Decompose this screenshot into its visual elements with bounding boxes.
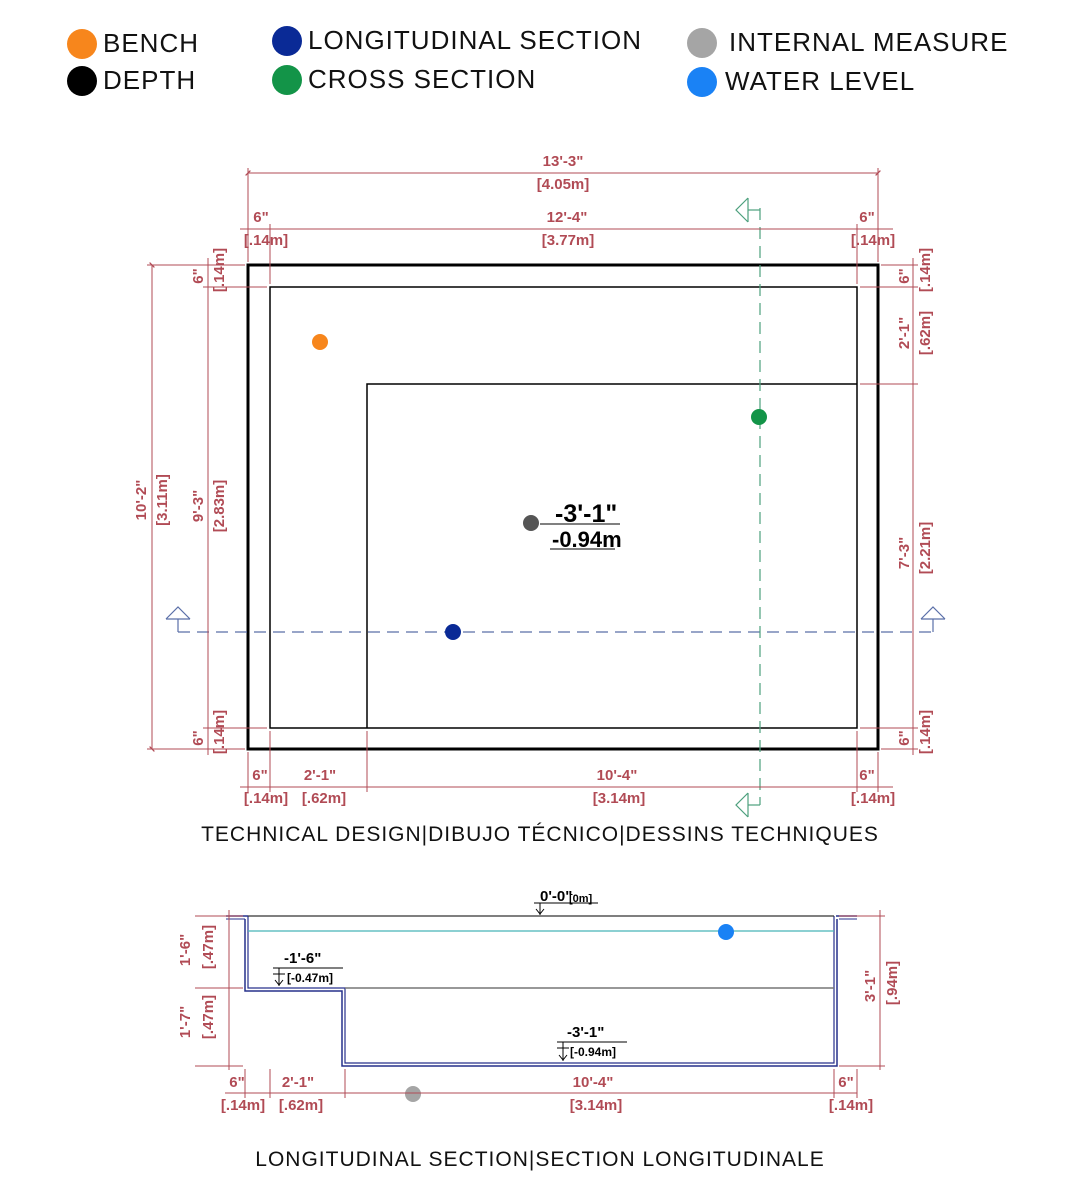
level-marker-bench-icon	[273, 967, 343, 986]
section-bench-level-metric: [-0.47m]	[287, 971, 333, 985]
internal-measure-dot-icon	[687, 27, 717, 58]
bench-marker	[312, 334, 328, 350]
plan-wall-top-right-imperial: 6"	[859, 209, 874, 226]
section-bottom-wall-left-imperial: 6"	[229, 1074, 244, 1091]
section-top-level-imperial: 0'-0"	[540, 888, 572, 905]
plan-total-width-metric: [4.05m]	[537, 176, 590, 193]
section-bottom-deep-imperial: 10'-4"	[573, 1074, 614, 1091]
depth-label-metric: -0.94m	[552, 527, 622, 552]
section-arrow-bottom-icon	[735, 792, 760, 818]
plan-bench-depth-right-metric: [.62m]	[917, 311, 934, 355]
pool-outer-wall	[246, 263, 880, 751]
section-arrow-top-icon	[735, 197, 760, 223]
plan-deep-height-right-metric: [2.21m]	[917, 522, 934, 575]
section-floor-level-metric: [-0.94m]	[570, 1045, 616, 1059]
level-marker-top-icon	[534, 902, 598, 915]
section-drawing	[226, 915, 857, 1067]
section-bottom-bench-metric: [.62m]	[279, 1097, 323, 1114]
section-bottom-wall-right-metric: [.14m]	[829, 1097, 873, 1114]
plan-bottom-deep-metric: [3.14m]	[593, 790, 646, 807]
depth-label-imperial: -3'-1"	[555, 500, 617, 528]
section-bench-level-imperial: -1'-6"	[284, 950, 321, 967]
plan-wall-left-top-metric: [.14m]	[211, 248, 228, 292]
plan-total-height-imperial: 10'-2"	[133, 480, 150, 521]
plan-caption: TECHNICAL DESIGN|DIBUJO TÉCNICO|DESSINS …	[201, 823, 879, 846]
plan-bottom-deep-imperial: 10'-4"	[597, 767, 638, 784]
plan-bottom-bench-imperial: 2'-1"	[304, 767, 336, 784]
internal-measure-marker	[405, 1086, 421, 1102]
legend: BENCH DEPTH LONGITUDINAL SECTION CROSS S…	[0, 0, 1080, 110]
section-right-total-imperial: 3'-1"	[862, 970, 879, 1002]
section-caption: LONGITUDINAL SECTION|SECTION LONGITUDINA…	[255, 1148, 825, 1171]
section-arrow-left-icon	[165, 606, 191, 632]
legend-item-cross-section: CROSS SECTION	[272, 64, 536, 95]
plan-wall-right-top-imperial: 6"	[896, 268, 913, 283]
level-marker-floor-icon	[557, 1041, 627, 1061]
plan-wall-top-right-metric: [.14m]	[851, 232, 895, 249]
cross-section-marker	[751, 409, 767, 425]
legend-label-longitudinal-section: LONGITUDINAL SECTION	[308, 25, 642, 55]
plan-wall-right-bottom-imperial: 6"	[896, 730, 913, 745]
depth-dot-icon	[67, 65, 97, 96]
legend-label-cross-section: CROSS SECTION	[308, 64, 537, 94]
plan-inner-height-imperial: 9'-3"	[190, 490, 207, 522]
section-dimension-lines	[195, 910, 885, 1098]
section-bottom-wall-left-metric: [.14m]	[221, 1097, 265, 1114]
water-level-marker	[718, 924, 734, 940]
section-left-lower-imperial: 1'-7"	[177, 1006, 194, 1038]
bench-dot-icon	[67, 28, 97, 59]
plan-bottom-wall-right-imperial: 6"	[859, 767, 874, 784]
section-floor-level-imperial: -3'-1"	[567, 1024, 604, 1041]
plan-bottom-wall-left-imperial: 6"	[252, 767, 267, 784]
plan-wall-right-top-metric: [.14m]	[917, 248, 934, 292]
legend-label-internal-measure: INTERNAL MEASURE	[729, 27, 1009, 57]
water-level-dot-icon	[687, 66, 717, 97]
plan-total-width-imperial: 13'-3"	[543, 153, 584, 170]
legend-label-water-level: WATER LEVEL	[725, 66, 916, 96]
deep-area-outline	[366, 383, 857, 728]
legend-item-water-level: WATER LEVEL	[687, 66, 915, 97]
plan-inner-height-metric: [2.83m]	[211, 480, 228, 533]
legend-label-bench: BENCH	[103, 28, 200, 58]
plan-wall-left-top-imperial: 6"	[190, 268, 207, 283]
plan-bottom-bench-metric: [.62m]	[302, 790, 346, 807]
legend-label-depth: DEPTH	[103, 65, 197, 95]
section-arrow-right-icon	[920, 606, 946, 632]
plan-inner-width-imperial: 12'-4"	[547, 209, 588, 226]
plan-dimension-lines	[147, 168, 918, 792]
section-right-total-metric: [.94m]	[884, 961, 901, 1005]
plan-wall-top-left-metric: [.14m]	[244, 232, 288, 249]
plan-wall-left-bottom-metric: [.14m]	[211, 710, 228, 754]
section-bottom-deep-metric: [3.14m]	[570, 1097, 623, 1114]
legend-item-longitudinal-section: LONGITUDINAL SECTION	[272, 25, 642, 56]
cross-section-dot-icon	[272, 64, 302, 95]
section-left-lower-metric: [.47m]	[200, 995, 217, 1039]
plan-inner-width-metric: [3.77m]	[542, 232, 595, 249]
section-bottom-bench-imperial: 2'-1"	[282, 1074, 314, 1091]
plan-wall-left-bottom-imperial: 6"	[190, 730, 207, 745]
longitudinal-section-dot-icon	[272, 25, 302, 56]
legend-item-internal-measure: INTERNAL MEASURE	[687, 27, 1008, 58]
plan-total-height-metric: [3.11m]	[154, 474, 171, 526]
plan-wall-top-left-imperial: 6"	[253, 209, 268, 226]
plan-bottom-wall-left-metric: [.14m]	[244, 790, 288, 807]
section-bottom-wall-right-imperial: 6"	[838, 1074, 853, 1091]
section-left-upper-metric: [.47m]	[200, 925, 217, 969]
plan-bottom-wall-right-metric: [.14m]	[851, 790, 895, 807]
pool-inner-edge	[269, 286, 858, 729]
longitudinal-section-marker	[445, 624, 461, 640]
legend-item-bench: BENCH	[67, 28, 199, 59]
plan-bench-depth-right-imperial: 2'-1"	[896, 317, 913, 349]
section-top-level-metric: [0m]	[569, 893, 593, 905]
legend-item-depth: DEPTH	[67, 65, 196, 96]
plan-wall-right-bottom-metric: [.14m]	[917, 710, 934, 754]
depth-marker	[523, 515, 539, 531]
section-left-upper-imperial: 1'-6"	[177, 934, 194, 966]
plan-deep-height-right-imperial: 7'-3"	[896, 537, 913, 569]
